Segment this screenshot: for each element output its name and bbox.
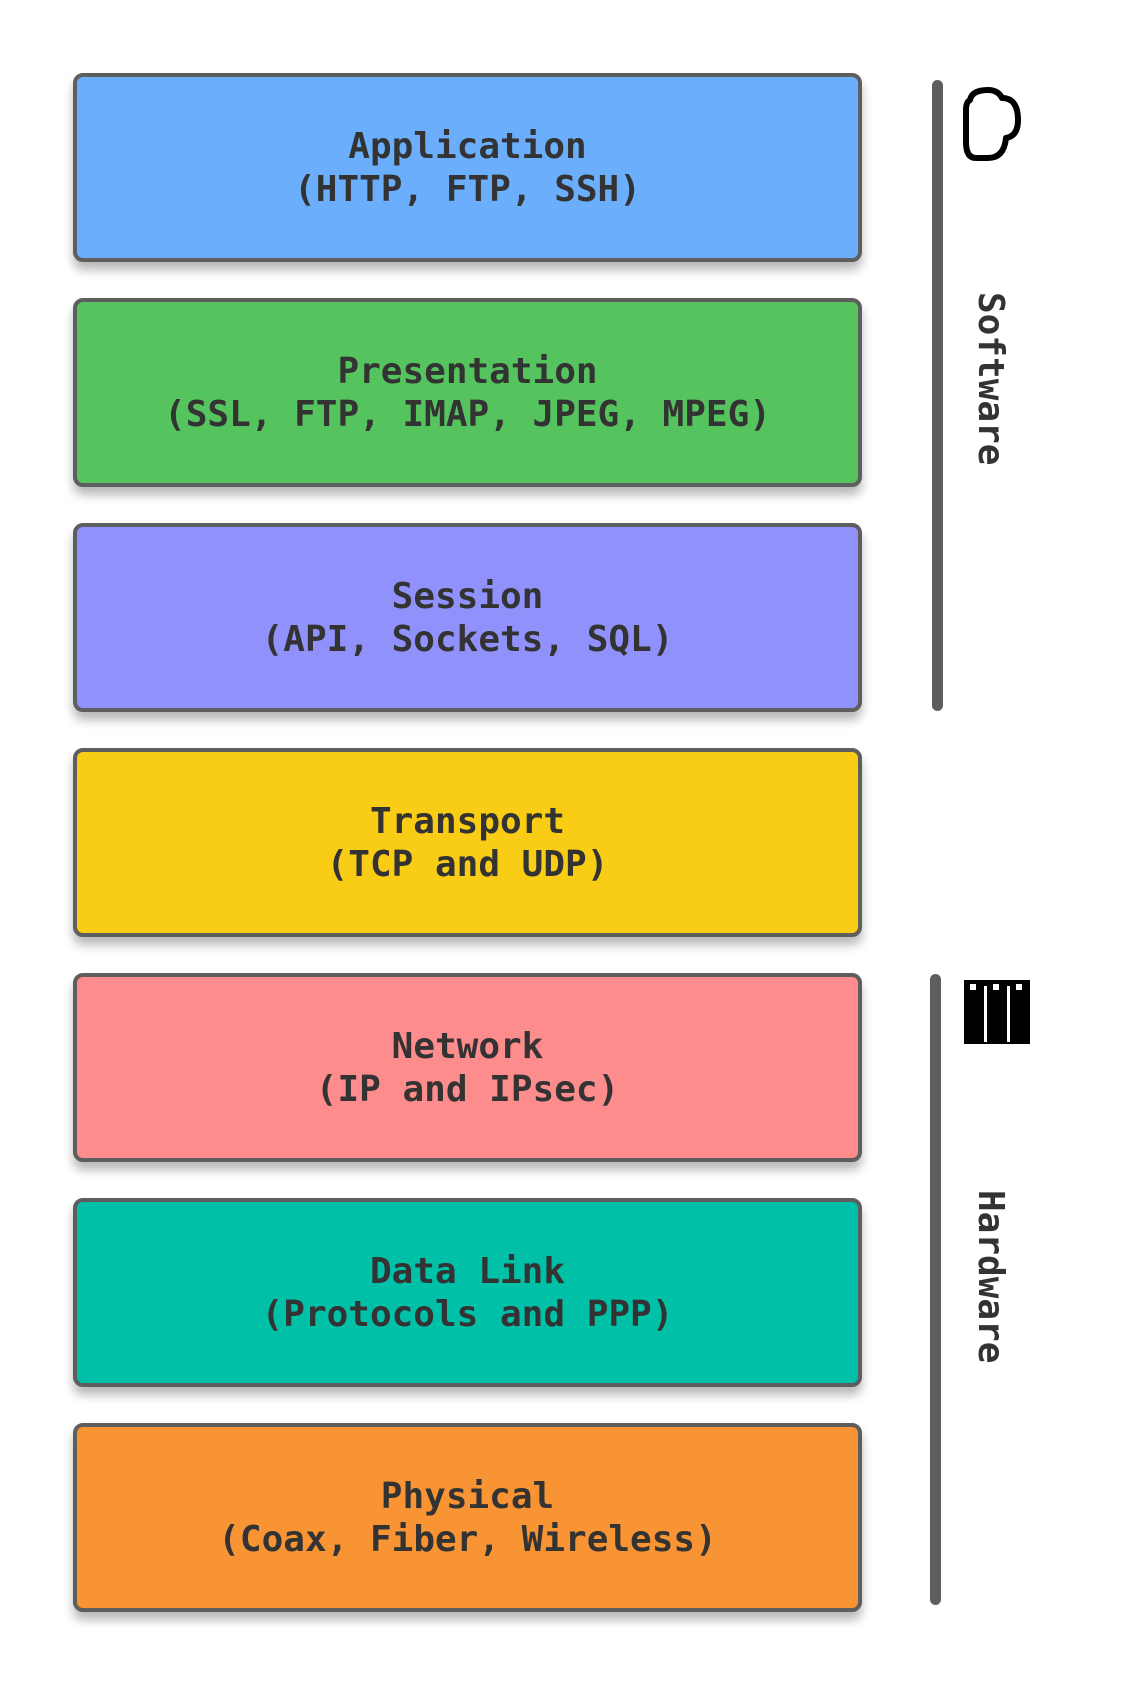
layer-network: Network(IP and IPsec) <box>73 973 862 1162</box>
layer-transport: Transport(TCP and UDP) <box>73 748 862 937</box>
layer-name: Application <box>348 125 587 167</box>
layer-name: Data Link <box>369 1250 566 1292</box>
layer-data-link: Data Link(Protocols and PPP) <box>73 1198 862 1387</box>
layer-protocols: (SSL, FTP, IMAP, JPEG, MPEG) <box>164 393 771 435</box>
cloud-icon <box>963 87 1021 161</box>
layer-presentation: Presentation(SSL, FTP, IMAP, JPEG, MPEG) <box>73 298 862 487</box>
layer-protocols: (HTTP, FTP, SSH) <box>294 168 641 210</box>
software-bracket <box>932 80 943 711</box>
hardware-label: Hardware <box>970 1190 1011 1364</box>
layer-application: Application(HTTP, FTP, SSH) <box>73 73 862 262</box>
layer-protocols: (Protocols and PPP) <box>261 1293 674 1335</box>
layer-name: Transport <box>369 800 566 842</box>
layer-name: Network <box>391 1025 544 1067</box>
layer-name: Session <box>391 575 544 617</box>
layer-protocols: (TCP and UDP) <box>326 843 609 885</box>
layer-session: Session(API, Sockets, SQL) <box>73 523 862 712</box>
memory-chip-icon <box>964 980 1030 1044</box>
layer-protocols: (Coax, Fiber, Wireless) <box>218 1518 717 1560</box>
layer-protocols: (API, Sockets, SQL) <box>261 618 674 660</box>
hardware-bracket <box>930 974 941 1605</box>
layer-name: Physical <box>380 1475 555 1517</box>
layer-physical: Physical(Coax, Fiber, Wireless) <box>73 1423 862 1612</box>
layer-name: Presentation <box>337 350 598 392</box>
software-label: Software <box>970 292 1011 466</box>
layer-protocols: (IP and IPsec) <box>315 1068 620 1110</box>
